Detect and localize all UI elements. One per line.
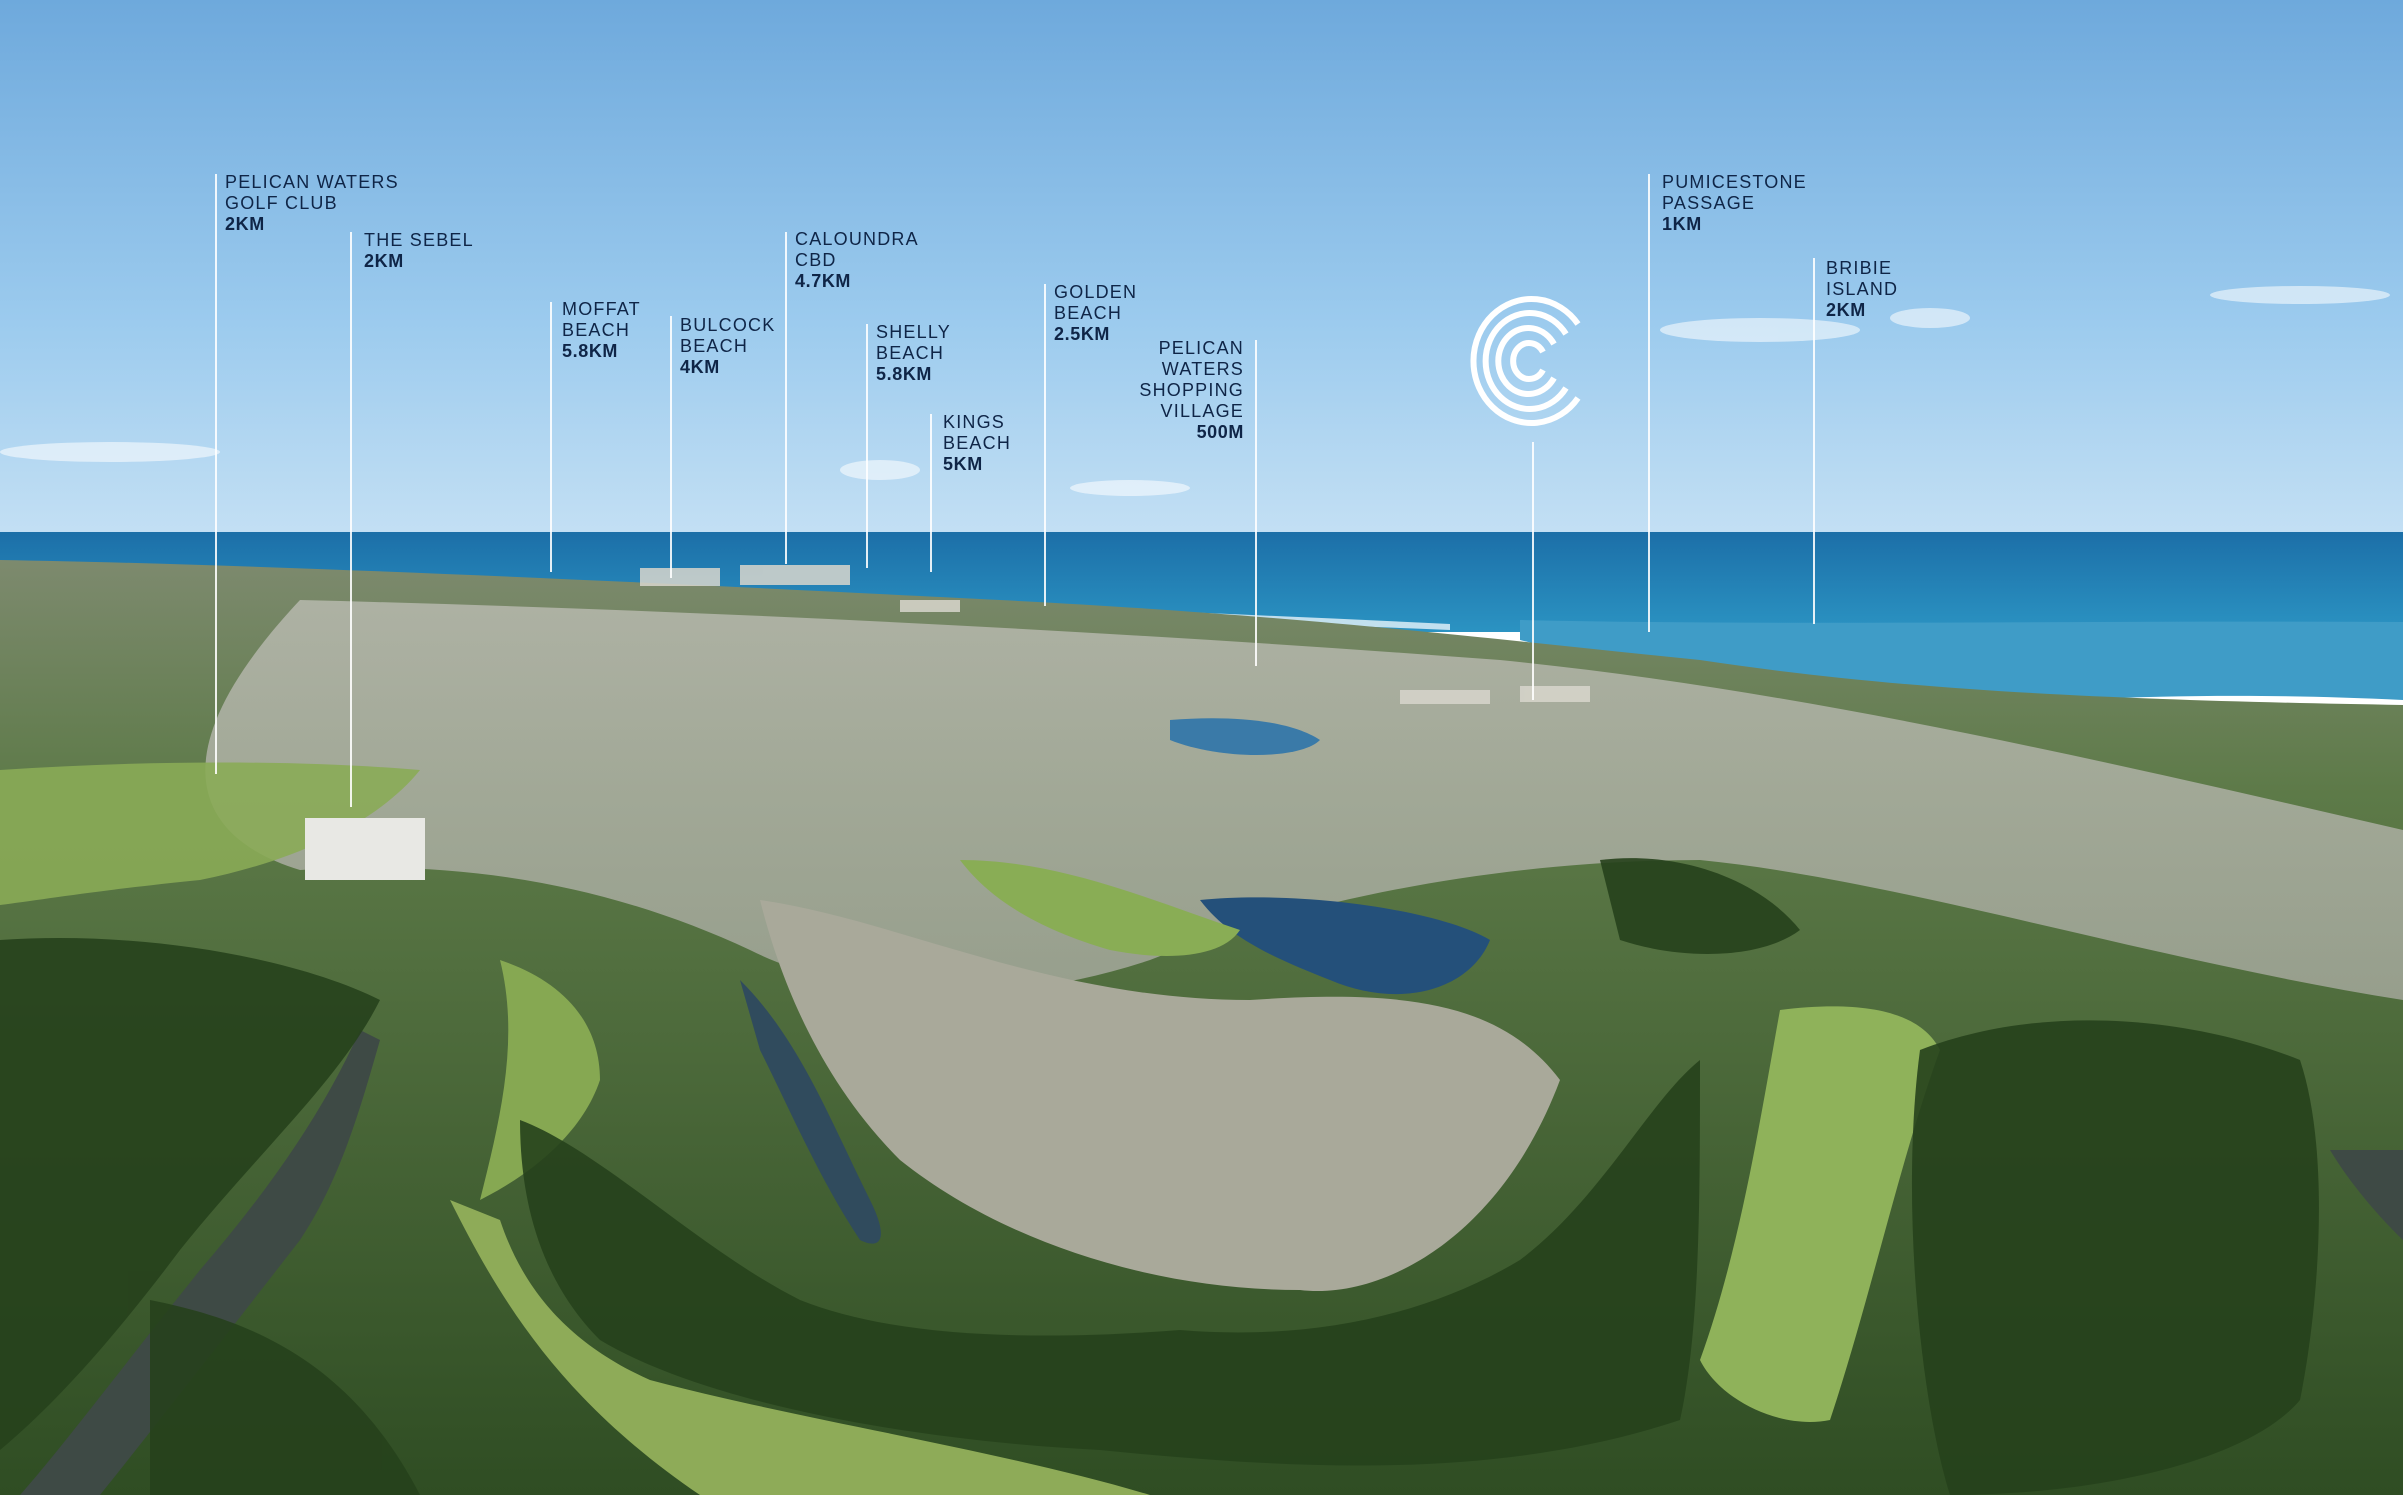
housing-cluster	[760, 900, 1560, 1292]
landmark-name-line: GOLF CLUB	[225, 193, 338, 213]
fairway-left	[450, 1200, 1150, 1495]
leader-moffat-beach	[550, 302, 552, 572]
suburbs	[205, 600, 2403, 1000]
coastal-city	[640, 565, 1590, 704]
landmark-shelly-beach: SHELLY BEACH 5.8km	[876, 322, 951, 385]
canal-curve	[740, 980, 881, 1244]
fairway-upper	[960, 860, 1240, 956]
landmark-name-line: PASSAGE	[1662, 193, 1756, 213]
leader-bribie-island	[1813, 258, 1815, 624]
golf-course-left	[0, 762, 420, 905]
landmark-name-line: THE SEBEL	[364, 230, 474, 250]
leader-shelly-beach	[866, 324, 868, 568]
landmark-the-sebel: THE SEBEL 2km	[364, 230, 474, 272]
leader-bulcock-beach	[670, 316, 672, 578]
logo-leader-line	[1532, 442, 1534, 700]
landmark-name-line: PELICAN WATERS	[225, 172, 399, 192]
landmark-pelican-waters-golf-club: PELICAN WATERS GOLF CLUB 2km	[225, 172, 399, 235]
landmark-pumicestone-passage: PUMICESTONE PASSAGE 1km	[1662, 172, 1807, 235]
lake-center	[1200, 897, 1490, 995]
landmark-name-line: KINGS	[943, 412, 1006, 432]
landmark-distance: 2km	[1826, 300, 1866, 320]
landmark-name-line: PELICAN	[1158, 338, 1244, 358]
landmark-distance: 2km	[225, 214, 265, 234]
brand-logo	[1468, 294, 1590, 428]
landmark-bribie-island: BRIBIE ISLAND 2km	[1826, 258, 1898, 321]
landmark-distance: 4km	[680, 357, 720, 377]
landmark-name-line: MOFFAT	[562, 299, 641, 319]
fairway-right	[1700, 1006, 1940, 1422]
leader-caloundra-cbd	[785, 232, 787, 564]
pumicestone-passage	[1520, 620, 2403, 710]
landmark-distance: 500m	[1196, 422, 1244, 442]
landmark-name-line: BEACH	[562, 320, 631, 340]
leader-the-sebel	[350, 232, 352, 807]
landmark-name-line: SHELLY	[876, 322, 951, 342]
leader-kings-beach	[930, 414, 932, 572]
river-right	[2330, 1150, 2403, 1240]
landmark-name-line: BEACH	[1054, 303, 1123, 323]
fairway-mid	[480, 960, 600, 1200]
landmark-name-line: BEACH	[876, 343, 945, 363]
landmark-bulcock-beach: BULCOCK BEACH 4km	[680, 315, 775, 378]
forest	[0, 858, 2319, 1495]
landmark-distance: 1km	[1662, 214, 1702, 234]
landmark-name-line: SHOPPING	[1139, 380, 1244, 400]
landmark-name-line: ISLAND	[1826, 279, 1899, 299]
leader-golden-beach	[1044, 284, 1046, 606]
landmark-distance: 5km	[943, 454, 983, 474]
landmark-name-line: BEACH	[943, 433, 1012, 453]
landmark-distance: 2.5km	[1054, 324, 1111, 344]
landmark-name-line: BEACH	[680, 336, 749, 356]
leader-pelican-waters-golf-club	[215, 174, 217, 774]
landmark-name-line: BULCOCK	[680, 315, 776, 335]
lake-inner	[1170, 718, 1320, 755]
landmark-name-line: CBD	[795, 250, 837, 270]
landmark-distance: 4.7km	[795, 271, 852, 291]
landmark-name-line: GOLDEN	[1054, 282, 1138, 302]
leader-pumicestone-passage	[1648, 174, 1650, 632]
landmark-name-line: CALOUNDRA	[795, 229, 919, 249]
landmark-name-line: VILLAGE	[1160, 401, 1244, 421]
landmark-distance: 5.8km	[876, 364, 933, 384]
leader-pelican-waters-shopping-village	[1255, 340, 1257, 666]
landmark-golden-beach: GOLDEN BEACH 2.5km	[1054, 282, 1137, 345]
landmark-distance: 5.8km	[562, 341, 619, 361]
landmark-moffat-beach: MOFFAT BEACH 5.8km	[562, 299, 641, 362]
clouds	[0, 286, 2390, 496]
landmark-caloundra-cbd: CALOUNDRA CBD 4.7km	[795, 229, 919, 292]
landmark-name-line: PUMICESTONE	[1662, 172, 1807, 192]
landmark-kings-beach: KINGS BEACH 5km	[943, 412, 1011, 475]
sky	[0, 0, 2403, 540]
landmark-name-line: BRIBIE	[1826, 258, 1893, 278]
landmark-name-line: WATERS	[1161, 359, 1244, 379]
landmark-pelican-waters-shopping-village: PELICAN WATERS SHOPPING VILLAGE 500m	[1120, 338, 1244, 443]
hotel-tower	[305, 818, 425, 880]
c-rings-logo-icon	[1470, 296, 1581, 426]
landmark-distance: 2km	[364, 251, 404, 271]
river-left	[20, 1030, 380, 1495]
